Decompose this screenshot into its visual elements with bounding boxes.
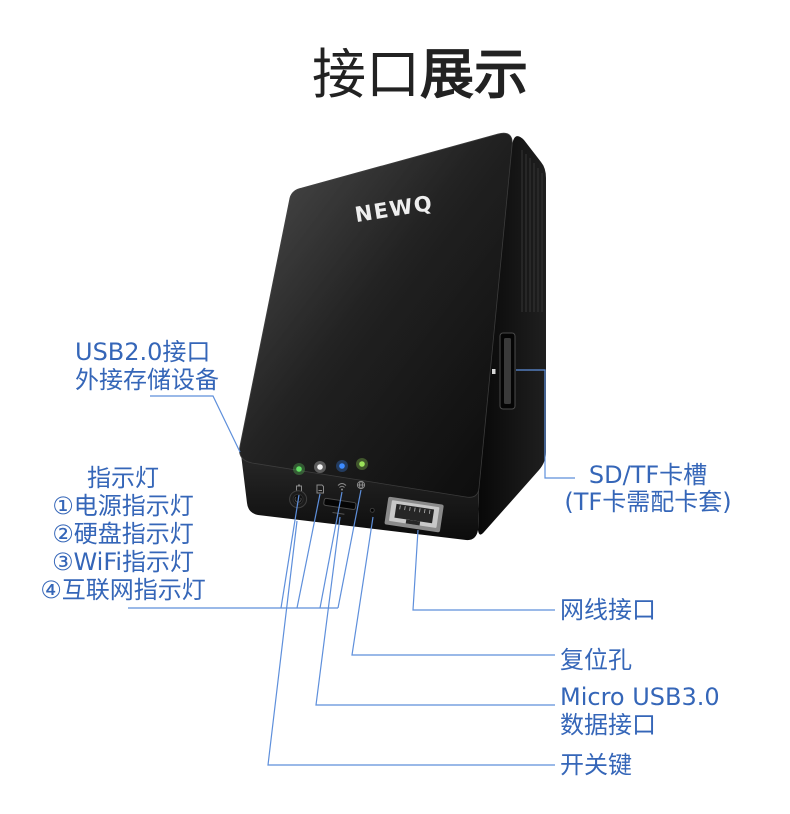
power-callout-line bbox=[267, 520, 555, 766]
callout-lines bbox=[128, 369, 575, 766]
sd-card-callout-line bbox=[516, 369, 575, 479]
micro-usb-callout-label: Micro USB3.0 数据接口 bbox=[560, 683, 720, 739]
indicator-item-internet: ④互联网指示灯 bbox=[40, 576, 206, 604]
micro-usb-port-description: 数据接口 bbox=[560, 711, 656, 739]
ethernet-port bbox=[384, 496, 444, 533]
led-power bbox=[296, 466, 302, 472]
led-indicators bbox=[293, 458, 368, 475]
reset-callout-line bbox=[351, 516, 555, 656]
indicator-led1-line bbox=[280, 494, 300, 609]
reset-callout-label: 复位孔 bbox=[560, 646, 632, 674]
usb2-callout-label: USB2.0接口 外接存储设备 bbox=[75, 338, 219, 394]
indicator-item-wifi: ③WiFi指示灯 bbox=[51, 548, 195, 576]
sd-card-slot-note: (TF卡需配卡套) bbox=[564, 488, 732, 516]
micro-usb-callout-line bbox=[315, 516, 555, 706]
led-internet bbox=[359, 461, 365, 467]
page-title-regular: 接口 bbox=[312, 43, 420, 106]
reset-hole bbox=[369, 507, 375, 513]
front-ports bbox=[289, 490, 444, 533]
sd-card-slot bbox=[492, 332, 516, 410]
led-wifi bbox=[339, 463, 345, 469]
device: NEWQ bbox=[239, 132, 546, 541]
sd-card-slot-name: SD/TF卡槽 bbox=[588, 461, 708, 489]
ethernet-callout-label: 网线接口 bbox=[560, 596, 656, 624]
ethernet-callout-line bbox=[412, 529, 555, 611]
page-title-bold: 展示 bbox=[420, 43, 528, 106]
indicator-led3-line bbox=[319, 491, 343, 609]
sd-card-icon bbox=[492, 369, 496, 374]
usb2-port-name: USB2.0接口 bbox=[75, 338, 211, 366]
top-face-shine bbox=[239, 133, 513, 498]
indicator-item-power: ①电源指示灯 bbox=[52, 492, 194, 520]
power-callout-label: 开关键 bbox=[560, 751, 632, 779]
indicator-led2-line bbox=[296, 493, 321, 609]
indicator-item-hdd: ②硬盘指示灯 bbox=[52, 520, 194, 548]
led-hdd bbox=[317, 464, 323, 470]
globe-icon bbox=[356, 480, 366, 490]
indicator-callout-label: 指示灯 ①电源指示灯 ②硬盘指示灯 ③WiFi指示灯 ④互联网指示灯 bbox=[18, 464, 228, 604]
indicator-led4-line bbox=[337, 489, 362, 609]
side-ribs bbox=[521, 150, 543, 312]
page-title: 接口展示 bbox=[290, 38, 550, 112]
wifi-icon bbox=[337, 483, 347, 491]
sd-card-callout-label: SD/TF卡槽 (TF卡需配卡套) bbox=[552, 462, 744, 516]
usb2-callout-line bbox=[150, 395, 241, 453]
usb2-port-description: 外接存储设备 bbox=[75, 366, 219, 394]
indicator-heading: 指示灯 bbox=[87, 464, 159, 492]
hdd-icon bbox=[316, 484, 324, 494]
micro-usb-port-name: Micro USB3.0 bbox=[560, 683, 720, 711]
led-icons bbox=[296, 480, 366, 495]
